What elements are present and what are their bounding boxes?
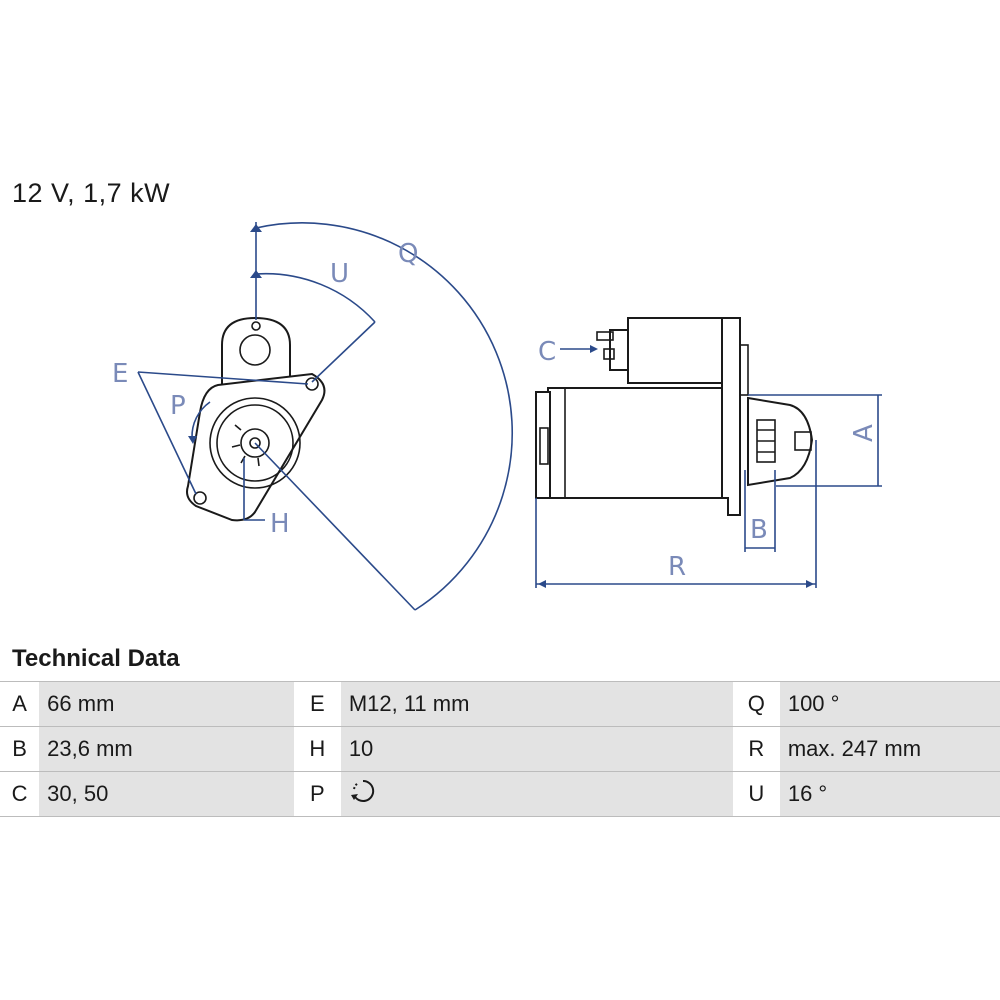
table-row: B 23,6 mm H 10 R max. 247 mm — [0, 726, 1000, 772]
technical-data-heading: Technical Data — [12, 645, 180, 672]
spec-key: C — [0, 771, 40, 817]
spec-key: Q — [732, 681, 780, 727]
label-r: R — [668, 552, 686, 582]
spec-key: A — [0, 681, 40, 727]
spec-value: max. 247 mm — [779, 726, 1000, 772]
label-h: H — [270, 509, 290, 539]
front-view — [186, 316, 326, 522]
side-view — [535, 317, 814, 516]
spec-key: P — [293, 771, 341, 817]
spec-value: 66 mm — [39, 681, 294, 727]
spec-key: U — [732, 771, 780, 817]
spec-value: 23,6 mm — [39, 726, 294, 772]
spec-value-p — [340, 771, 733, 817]
label-a: A — [849, 424, 879, 442]
starter-motor-diagram: Q U E P H — [112, 222, 882, 611]
spec-value: M12, 11 mm — [340, 681, 733, 727]
spec-key: B — [0, 726, 40, 772]
table-row: C 30, 50 P U 16 ° — [0, 771, 1000, 817]
label-b: B — [750, 515, 768, 545]
front-dimension-lines — [137, 222, 513, 611]
spec-key: R — [732, 726, 780, 772]
spec-key: E — [293, 681, 341, 727]
spec-title: 12 V, 1,7 kW — [12, 178, 171, 208]
spec-value: 16 ° — [779, 771, 1000, 817]
label-e: E — [112, 359, 128, 389]
rotation-direction-icon — [349, 777, 377, 811]
spec-value: 10 — [340, 726, 733, 772]
label-q: Q — [398, 239, 418, 269]
technical-data-table: A 66 mm E M12, 11 mm Q 100 ° B 23,6 mm H… — [0, 681, 1000, 817]
spec-key: H — [293, 726, 341, 772]
label-p: P — [170, 391, 186, 421]
label-u: U — [330, 259, 349, 289]
side-dimension-lines — [535, 345, 882, 588]
table-row: A 66 mm E M12, 11 mm Q 100 ° — [0, 681, 1000, 727]
spec-value: 30, 50 — [39, 771, 294, 817]
spec-value: 100 ° — [779, 681, 1000, 727]
label-c: C — [538, 337, 556, 367]
